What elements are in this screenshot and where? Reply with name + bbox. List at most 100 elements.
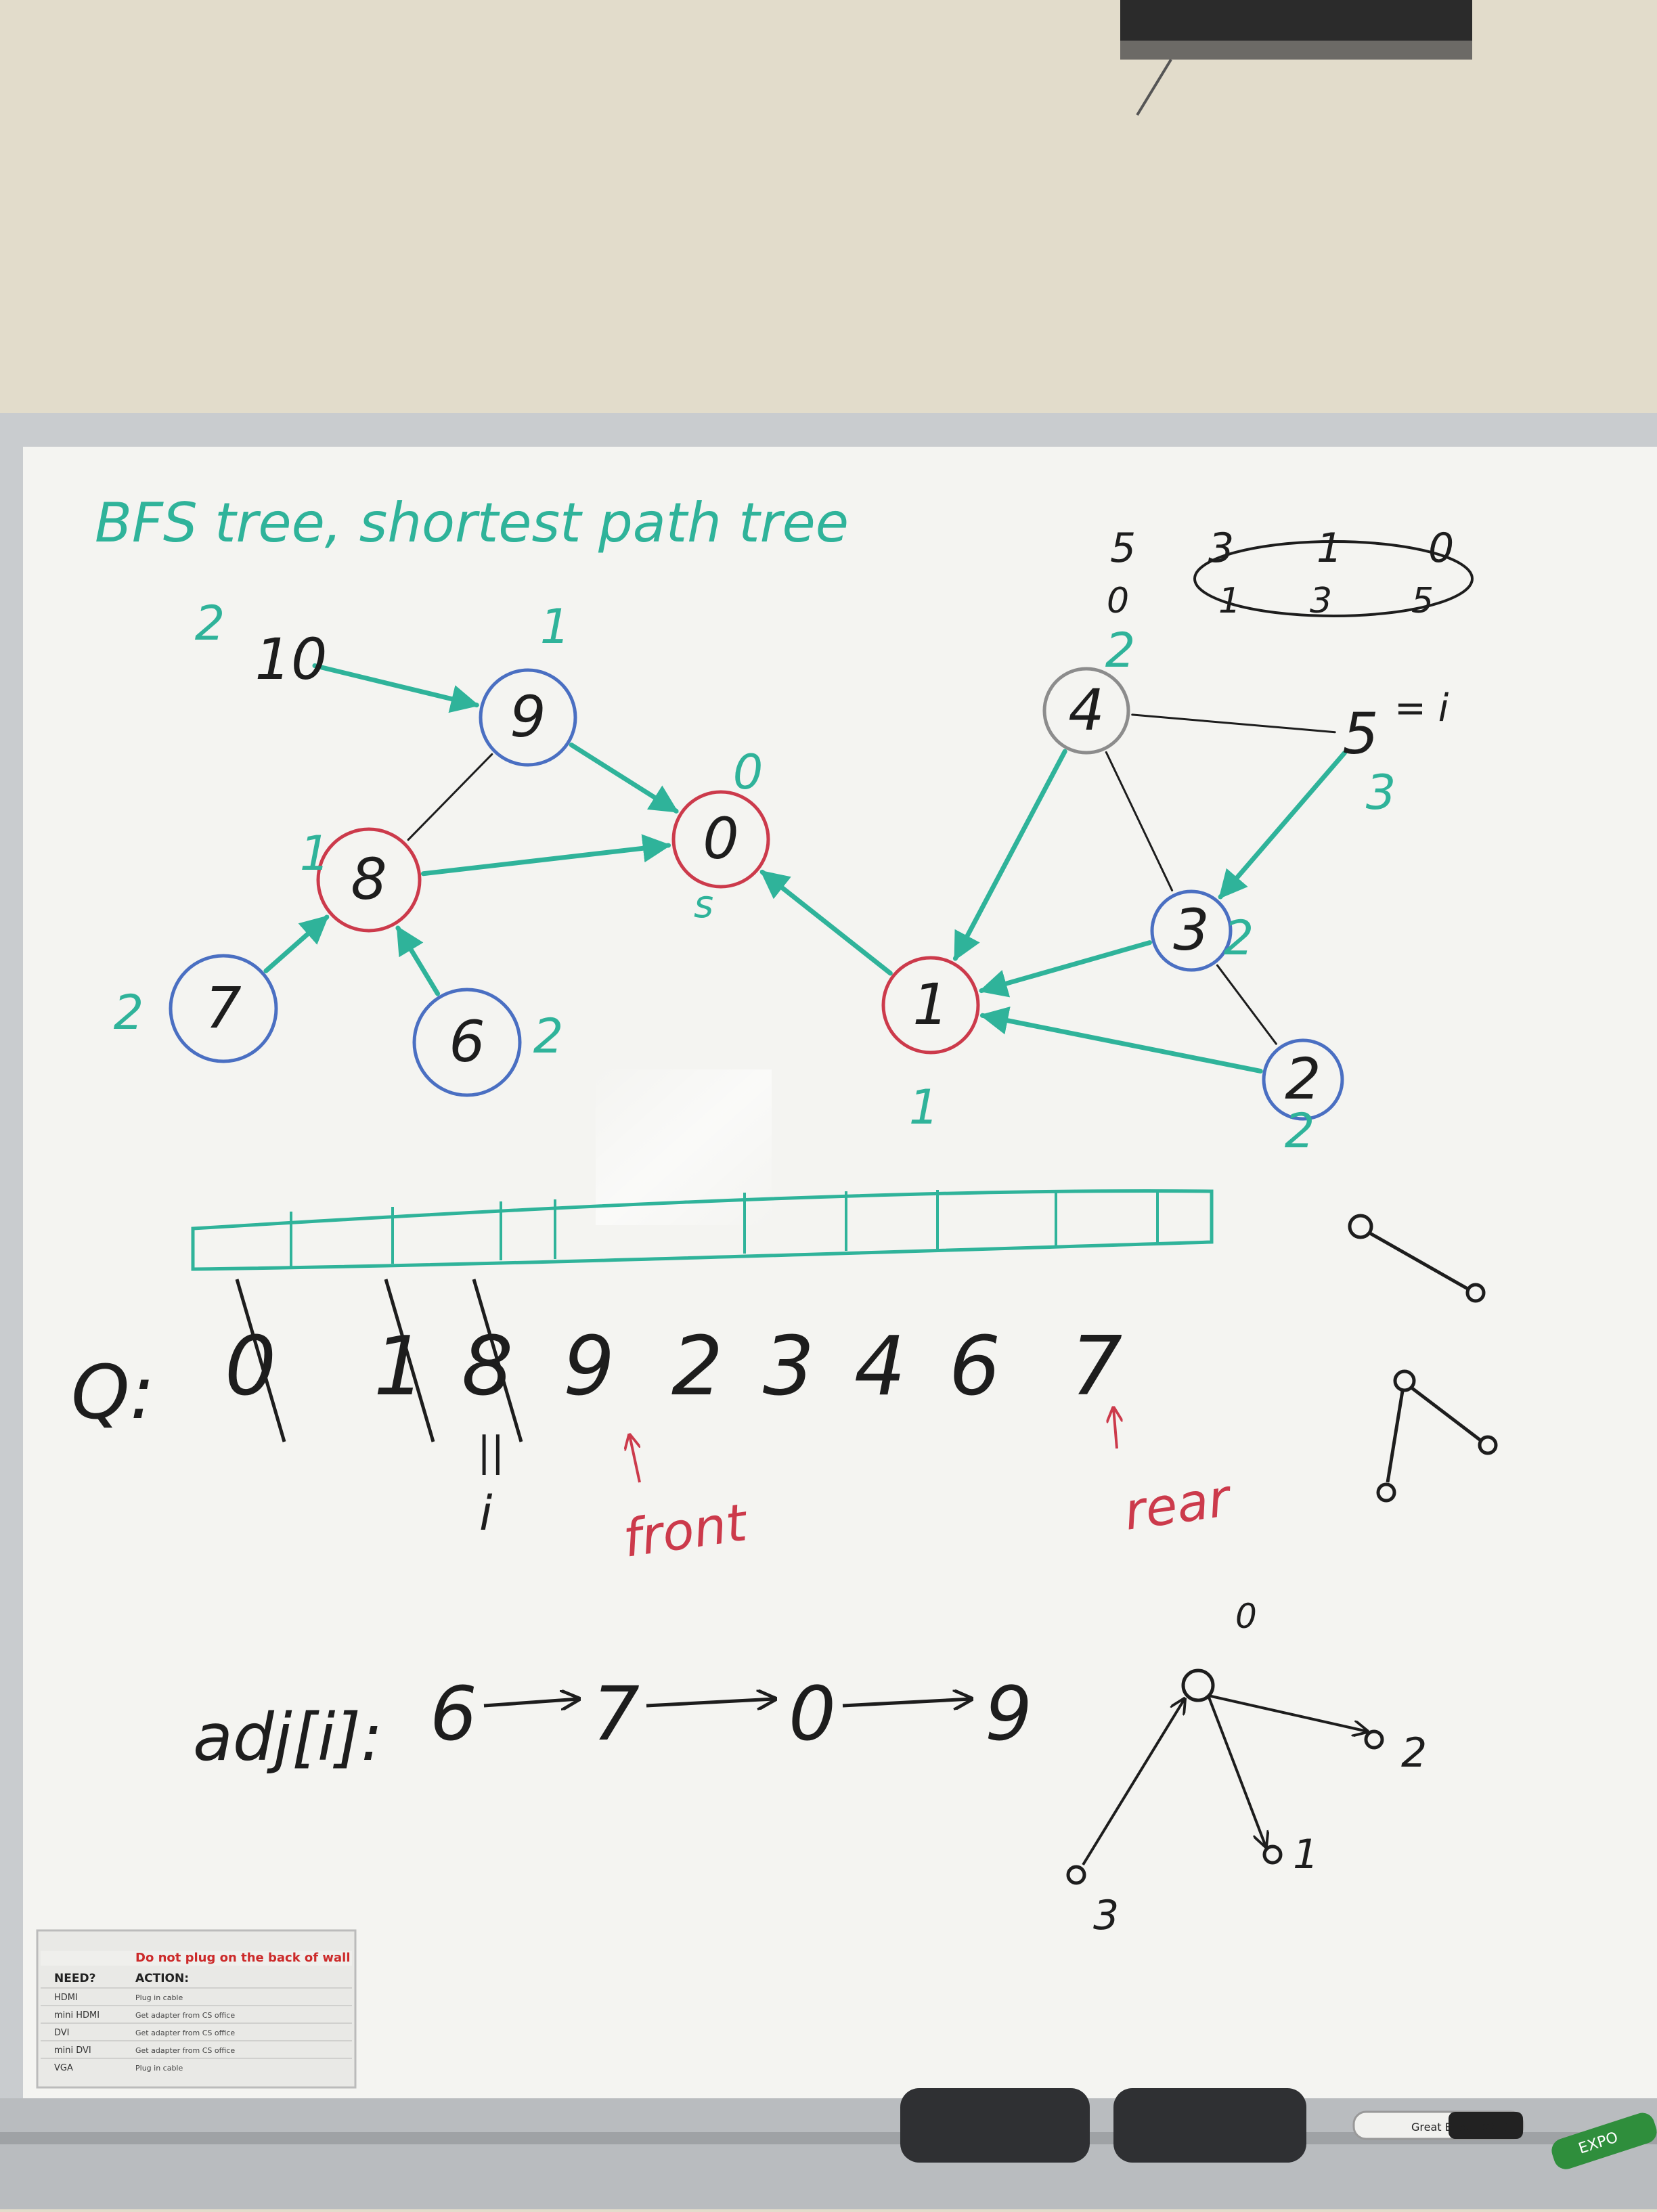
sign-row-need: mini HDMI [54, 2010, 100, 2020]
marker-label: Great Erase BOLD [1411, 2121, 1509, 2133]
node-label: 0 [703, 805, 738, 872]
graph-edges [263, 663, 1347, 1074]
queue-mark: || [477, 1428, 504, 1476]
graph-node-9: 91 [479, 599, 577, 767]
tree-edge-8-0 [420, 834, 671, 877]
queue-item-0: 0 [225, 1320, 276, 1414]
node-label: 9 [510, 684, 546, 750]
sign-row-action: Get adapter from CS office [135, 2046, 235, 2055]
star-edge-2 [1082, 1699, 1185, 1866]
queue-label: Q: [71, 1349, 155, 1436]
graph-node-5: 53 = i [1342, 686, 1449, 820]
sign-need-header: NEED? [54, 1972, 95, 1985]
node-distance: 2 [1105, 623, 1136, 678]
node-distance: 0 [733, 745, 764, 800]
edge-4-5 [1131, 713, 1336, 734]
queue-item-6: 4 [854, 1320, 906, 1414]
rear-arrow [1113, 1408, 1117, 1449]
graph-node-7: 72 [114, 954, 278, 1063]
tree-edge-4-1 [952, 749, 1067, 961]
adj-item-0: 6 [430, 1671, 477, 1757]
star-leaf-node-1 [1364, 1729, 1384, 1750]
queue-item-3: 9 [563, 1320, 615, 1414]
sign-row-need: VGA [54, 2063, 73, 2073]
adj-item-1: 7 [592, 1671, 640, 1757]
node-label: 5 [1342, 701, 1378, 767]
node-label: 3 [1173, 897, 1209, 963]
star-leaf-node-2 [1066, 1865, 1086, 1885]
queue-strike-2 [472, 1279, 523, 1442]
node-ring [169, 954, 278, 1063]
projector [1120, 0, 1472, 116]
node-ring [316, 827, 422, 933]
node-distance: 1 [300, 826, 330, 881]
front-arrow [629, 1435, 641, 1483]
path-bottom-0: 0 [1107, 581, 1129, 621]
queue-strike-0 [235, 1279, 286, 1442]
star-center-node [1181, 1668, 1215, 1702]
path-array: 5 3 1 0 0 1 3 5 [1107, 525, 1474, 621]
graph-node-4: 42 [1042, 623, 1136, 755]
tree-edge-6-8 [395, 925, 441, 996]
node-distance: 2 [533, 1009, 564, 1064]
node-distance: 3 [1366, 765, 1396, 820]
node-distance: 2 [1285, 1103, 1315, 1159]
star-leaf-label-1: 2 [1401, 1729, 1427, 1777]
board-title: BFS tree, shortest path tree [95, 491, 849, 554]
path-top-2: 1 [1317, 525, 1342, 572]
edge-3-2 [1216, 964, 1277, 1045]
tree-edge-5-3 [1218, 750, 1347, 900]
sign-row-need: mini DVI [54, 2045, 91, 2056]
sign-row-action: Get adapter from CS office [135, 2029, 235, 2037]
queue-item-5: 3 [763, 1320, 814, 1414]
star-edge-1 [1208, 1694, 1367, 1731]
star-edge-0 [1207, 1695, 1266, 1846]
tree-edge-10-9 [312, 663, 480, 713]
queue-item-7: 6 [949, 1320, 1000, 1414]
graph-node-0: 00s [671, 745, 770, 927]
tree-edge-7-8 [263, 914, 330, 973]
path-bottom-3: 5 [1411, 581, 1434, 621]
node-note: = i [1394, 686, 1449, 730]
graph-node-2: 22 [1262, 1038, 1344, 1159]
path-bottom-2: 3 [1310, 581, 1332, 621]
queue-item-4: 2 [671, 1320, 723, 1414]
sign-row-need: DVI [54, 2028, 70, 2038]
node-label: 1 [912, 971, 948, 1038]
sign-sticker: Do not plug on the back of wall NEED? AC… [36, 1929, 357, 2089]
node-ring [671, 790, 770, 889]
node-label: 10 [255, 626, 328, 692]
path-bottom-1: 1 [1218, 581, 1241, 621]
node-ring [1042, 667, 1130, 755]
sign-heading: Do not plug on the back of wall [135, 1951, 351, 1965]
sign-action-header: ACTION: [135, 1972, 189, 1985]
queue-item-8: 7 [1071, 1320, 1122, 1414]
marker-black: Great Erase BOLD [1352, 2110, 1524, 2140]
edge-9-8 [407, 753, 493, 841]
node-ring [881, 956, 980, 1055]
tree-edge-3-1 [978, 940, 1152, 998]
queue-array [191, 1189, 1214, 1271]
graph-node-8: 81 [300, 826, 422, 933]
graph-node-1: 11 [881, 956, 980, 1135]
rear-label: rear [1120, 1467, 1236, 1541]
star-center-label: 0 [1235, 1597, 1257, 1636]
adj-label: adj[i]: [193, 1700, 382, 1775]
node-label: 6 [449, 1009, 485, 1075]
sign-row-action: Plug in cable [135, 1993, 183, 2002]
queue-item-2: 8 [462, 1320, 513, 1414]
adj-arrow-0 [483, 1699, 579, 1706]
path-top-0: 5 [1110, 525, 1136, 572]
queue-item-1: 1 [374, 1320, 425, 1414]
path-top-3: 0 [1428, 525, 1454, 572]
node-label: 4 [1068, 677, 1104, 743]
node-ring [1150, 889, 1233, 972]
edge-doodles [1348, 1214, 1498, 1503]
